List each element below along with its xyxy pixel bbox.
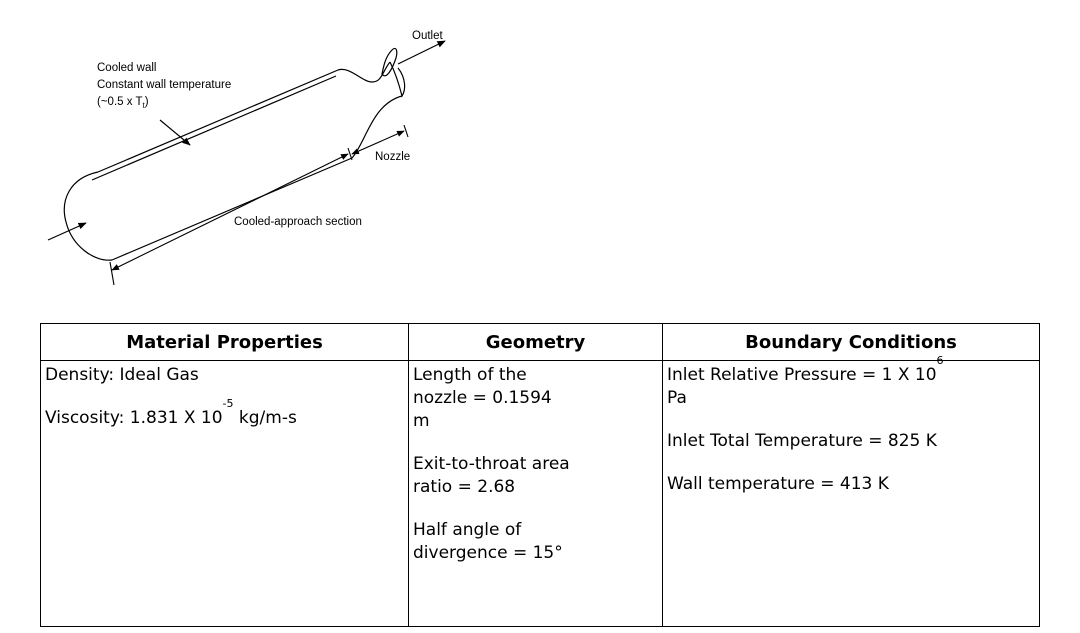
cell-geometry: Length of the nozzle = 0.1594 m Exit-to-…: [408, 360, 663, 627]
geometry-half-angle: Half angle of divergence = 15°: [413, 520, 563, 563]
geometry-area-ratio: Exit-to-throat area ratio = 2.68: [413, 454, 570, 497]
cell-boundary-conditions: Inlet Relative Pressure = 1 X 106 Pa Inl…: [662, 354, 1040, 627]
label-cooled-wall: Cooled wall: [97, 62, 156, 74]
properties-table: Material Properties Geometry Boundary Co…: [40, 323, 1040, 627]
table-header-row: Material Properties Geometry Boundary Co…: [40, 323, 1040, 361]
cooled-wall-leader: [159, 119, 191, 146]
label-wall-temp-ratio: (~0.5 x Tt): [97, 96, 149, 110]
label-cooled-approach: Cooled-approach section: [234, 216, 362, 228]
nozzle-bottom: [351, 95, 403, 159]
header-material-properties: Material Properties: [40, 323, 409, 361]
pipe-bottom-edge: [111, 157, 353, 261]
label-nozzle: Nozzle: [375, 151, 410, 163]
material-density: Density: Ideal Gas: [45, 365, 199, 385]
cell-material-properties: Density: Ideal Gas Viscosity: 1.831 X 10…: [40, 360, 409, 627]
pipe-top-edge-inner: [91, 75, 337, 181]
boundary-inlet-temperature: Inlet Total Temperature = 825 K: [667, 431, 937, 451]
geometry-length: Length of the nozzle = 0.1594 m: [413, 365, 552, 431]
material-viscosity: Viscosity: 1.831 X 10-5 kg/m-s: [45, 397, 297, 428]
cooled-approach-dimension: [109, 153, 349, 286]
inlet-arrow: [47, 222, 87, 241]
outlet-face: [389, 61, 406, 98]
label-constant-wall-temp: Constant wall temperature: [97, 79, 231, 91]
table-row: Density: Ideal Gas Viscosity: 1.831 X 10…: [40, 354, 1040, 627]
boundary-wall-temperature: Wall temperature = 413 K: [667, 474, 889, 494]
header-geometry: Geometry: [408, 323, 663, 361]
outlet-arrow: [397, 40, 446, 65]
inlet-face: [63, 171, 113, 261]
boundary-inlet-pressure: Inlet Relative Pressure = 1 X 106 Pa: [667, 354, 944, 408]
nozzle-top: [337, 61, 391, 83]
label-outlet: Outlet: [412, 30, 443, 42]
header-boundary-conditions: Boundary Conditions: [662, 323, 1040, 361]
nozzle-diagram: Cooled wall Constant wall temperature (~…: [47, 30, 446, 286]
nozzle-dimension: [347, 124, 409, 161]
outlet-flange: [381, 47, 398, 77]
